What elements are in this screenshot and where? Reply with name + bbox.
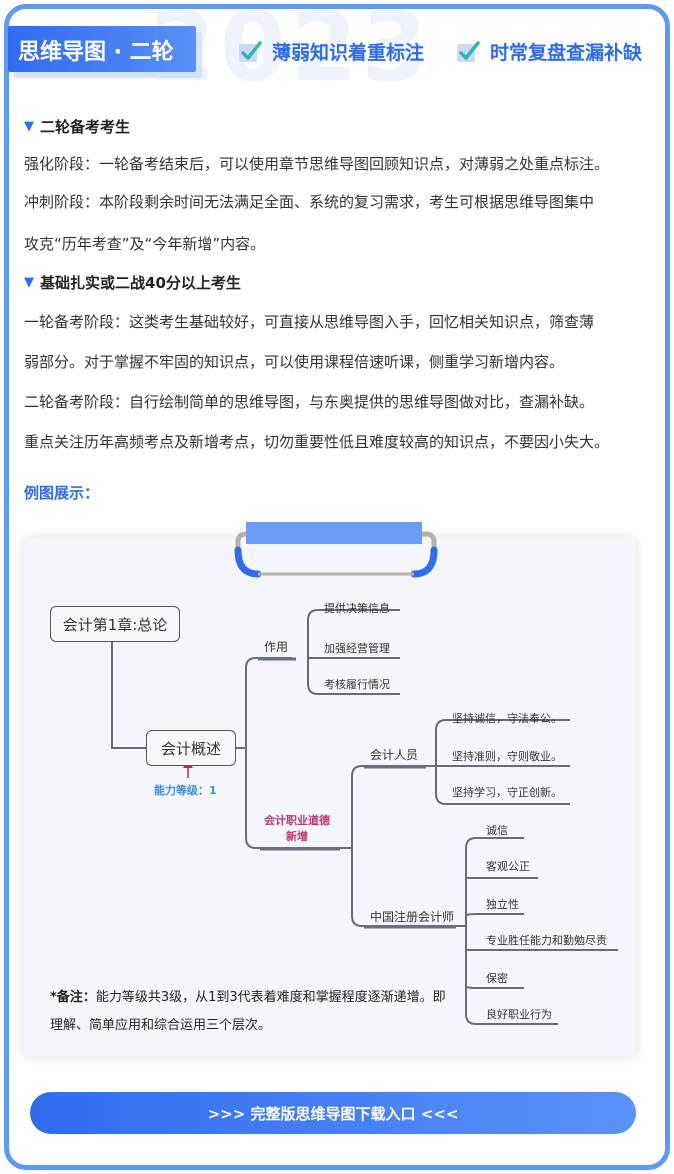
tag-label: 时常复盘查漏补缺 bbox=[490, 42, 643, 64]
tag-weak-points: 薄弱知识着重标注 bbox=[238, 38, 424, 65]
tag-review: 时常复盘查漏补缺 bbox=[456, 38, 642, 65]
section-heading: ▼ 二轮备考考生 bbox=[24, 118, 131, 136]
triangle-down-icon: ▼ bbox=[24, 119, 34, 134]
mindmap-lines bbox=[111, 609, 618, 1025]
mindmap-main-node: 会计概述 bbox=[146, 730, 236, 766]
paragraph: 重点关注历年高频考点及新增考点，切勿重要性低且难度较高的知识点，不要因小失大。 bbox=[24, 433, 610, 451]
triangle-down-icon: ▼ bbox=[24, 275, 34, 290]
paragraph: 攻克“历年考查”及“今年新增”内容。 bbox=[24, 235, 266, 253]
download-button[interactable]: >>> 完整版思维导图下载入口 <<< bbox=[30, 1092, 636, 1134]
mindmap: 会计第1章:总论 会计概述 能力等级：1 作用 提供决策信息 加强经营管理 考核… bbox=[24, 538, 636, 1056]
accountant-item: 坚持学习，守正创新。 bbox=[452, 786, 562, 799]
use-item: 加强经营管理 bbox=[324, 642, 390, 655]
check-icon bbox=[239, 40, 262, 62]
cpa-item: 客观公正 bbox=[486, 860, 530, 873]
cpa-item: 独立性 bbox=[486, 898, 519, 911]
page-title: 思维导图 · 二轮 bbox=[18, 40, 174, 65]
branch-ethics-new: 新增 bbox=[286, 830, 308, 843]
check-icon bbox=[457, 40, 480, 62]
use-item: 考核履行情况 bbox=[324, 678, 390, 691]
mindmap-note: *备注：能力等级共3级，从1到3代表着难度和掌握程度逐渐递增。即理解、简单应用和… bbox=[50, 984, 450, 1040]
paragraph: 一轮备考阶段：这类考生基础较好，可直接从思维导图入手，回忆相关知识点，筛查薄 bbox=[24, 313, 595, 331]
cpa-item: 良好职业行为 bbox=[486, 1008, 552, 1021]
cpa-item: 专业胜任能力和勤勉尽责 bbox=[486, 934, 607, 947]
clip-bar bbox=[246, 522, 422, 544]
paragraph: 强化阶段：一轮备考结束后，可以使用章节思维导图回顾知识点，对薄弱之处重点标注。 bbox=[24, 155, 610, 173]
example-label: 例图展示： bbox=[24, 484, 100, 502]
branch-cpa: 中国注册会计师 bbox=[370, 910, 455, 924]
accountant-item: 坚持准则，守则敬业。 bbox=[452, 750, 562, 763]
cpa-item: 诚信 bbox=[486, 824, 508, 837]
branch-ethics: 会计职业道德 bbox=[264, 814, 330, 827]
cpa-item: 保密 bbox=[486, 972, 508, 985]
accountant-item: 坚持诚信，守法奉公。 bbox=[452, 712, 562, 725]
branch-accountant: 会计人员 bbox=[370, 748, 419, 762]
mindmap-root: 会计第1章:总论 bbox=[50, 606, 180, 642]
ability-level-label: 能力等级：1 bbox=[154, 784, 217, 797]
clip-decoration bbox=[234, 522, 438, 578]
note-label: *备注： bbox=[50, 990, 96, 1005]
paragraph: 弱部分。对于掌握不牢固的知识点，可以使用课程倍速听课，侧重学习新增内容。 bbox=[24, 353, 565, 371]
paragraph: 二轮备考阶段：自行绘制简单的思维导图，与东奥提供的思维导图做对比，查漏补缺。 bbox=[24, 393, 595, 411]
header-banner bbox=[8, 26, 196, 72]
tag-label: 薄弱知识着重标注 bbox=[272, 42, 425, 64]
branch-use: 作用 bbox=[264, 640, 289, 654]
section-heading: ▼ 基础扎实或二战40分以上考生 bbox=[24, 274, 241, 292]
note-text: 能力等级共3级，从1到3代表着难度和掌握程度逐渐递增。即理解、简单应用和综合运用… bbox=[50, 990, 446, 1033]
paragraph: 冲刺阶段：本阶段剩余时间无法满足全面、系统的复习需求，考生可根据思维导图集中 bbox=[24, 193, 595, 211]
use-item: 提供决策信息 bbox=[324, 602, 390, 615]
